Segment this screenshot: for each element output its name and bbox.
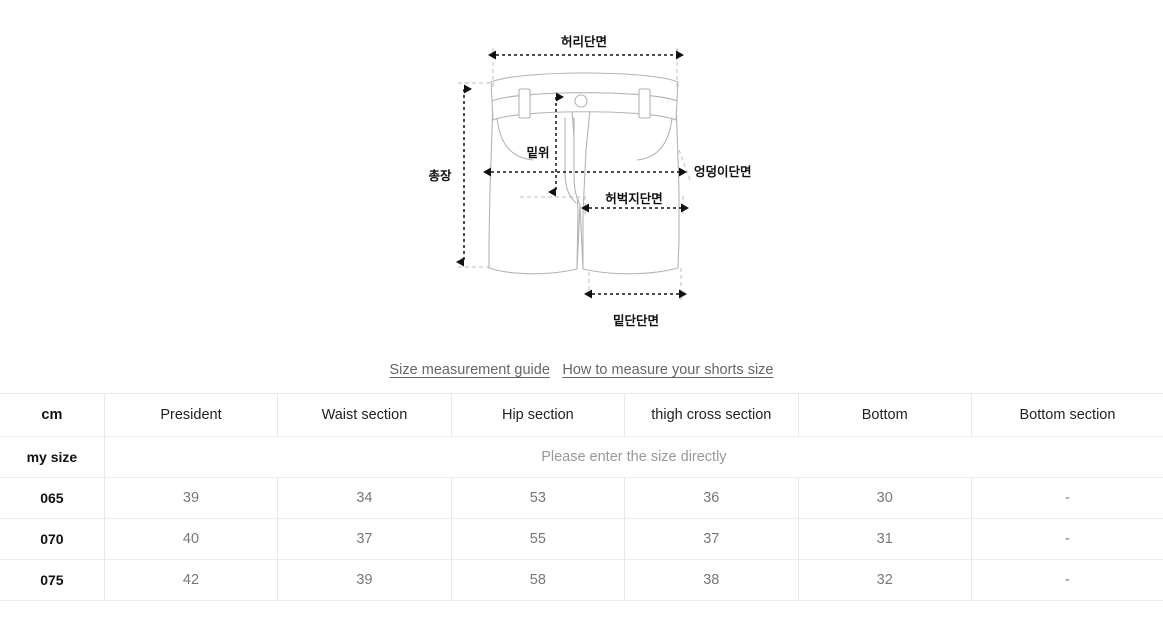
belt-loop-right	[638, 88, 651, 119]
cell-president: 40	[104, 518, 279, 560]
diagram-labels-group: 허리단면 밑위 총장 엉덩이단면 허벅지단면 밑단단면	[428, 34, 751, 328]
size-chart-table: cm President Waist section Hip section t…	[0, 393, 1163, 601]
cell-thigh-cross-section: 36	[624, 477, 799, 519]
table-row: 075 42 39 58 38 32 -	[0, 559, 1163, 601]
shorts-measurement-diagram: 허리단면 밑위 총장 엉덩이단면 허벅지단면 밑단단면	[428, 34, 751, 328]
cell-bottom-section: -	[971, 559, 1163, 601]
shorts-diagram-container: 허리단면 밑위 총장 엉덩이단면 허벅지단면 밑단단면	[428, 34, 751, 328]
size-measurement-guide-link[interactable]: Size measurement guide	[389, 362, 550, 378]
waist-button-icon	[574, 94, 588, 108]
header-cell-thigh-cross-section: thigh cross section	[624, 393, 799, 437]
header-cell-hip-section: Hip section	[451, 393, 626, 437]
label-thigh-section: 허벅지단면	[605, 191, 663, 206]
cell-bottom-section: -	[971, 477, 1163, 519]
cell-waist-section: 39	[277, 559, 452, 601]
row-label-size: 065	[0, 477, 105, 519]
how-to-measure-link[interactable]: How to measure your shorts size	[562, 362, 774, 378]
cell-waist-section: 34	[277, 477, 452, 519]
table-header-row: cm President Waist section Hip section t…	[0, 393, 1163, 437]
cell-bottom: 30	[798, 477, 972, 519]
cell-hip-section: 55	[451, 518, 626, 560]
cell-bottom-section: -	[971, 518, 1163, 560]
cell-waist-section: 37	[277, 518, 452, 560]
label-hip-section: 엉덩이단면	[694, 164, 752, 179]
table-row-my-size: my size Please enter the size directly	[0, 436, 1163, 478]
table-row: 065 39 34 53 36 30 -	[0, 477, 1163, 519]
measurement-arrows-group	[456, 50, 689, 299]
label-total-length: 총장	[428, 168, 452, 183]
cell-president: 42	[104, 559, 279, 601]
belt-loop-left	[518, 88, 531, 119]
cell-thigh-cross-section: 37	[624, 518, 799, 560]
cell-bottom: 32	[798, 559, 972, 601]
cell-president: 39	[104, 477, 279, 519]
shorts-outline-group	[488, 72, 680, 275]
label-waist-section: 허리단면	[561, 34, 607, 49]
right-leg-panel	[582, 98, 680, 275]
fly-seam	[573, 117, 581, 206]
header-cell-cm: cm	[0, 393, 105, 437]
row-label-size: 075	[0, 559, 105, 601]
guide-links-row: Size measurement guide How to measure yo…	[0, 345, 1163, 393]
pocket-right	[636, 117, 673, 161]
row-label-size: 070	[0, 518, 105, 560]
header-cell-waist-section: Waist section	[277, 393, 452, 437]
cell-bottom: 31	[798, 518, 972, 560]
label-rise: 밑위	[526, 145, 549, 160]
my-size-input-cell[interactable]: Please enter the size directly	[104, 436, 1163, 478]
header-cell-bottom: Bottom	[798, 393, 972, 437]
cell-hip-section: 53	[451, 477, 626, 519]
guide-hip-right	[678, 149, 691, 181]
header-cell-bottom-section: Bottom section	[971, 393, 1163, 437]
label-hem-section: 밑단단면	[613, 313, 659, 328]
cell-thigh-cross-section: 38	[624, 559, 799, 601]
table-row: 070 40 37 55 37 31 -	[0, 518, 1163, 560]
row-label-my-size: my size	[0, 436, 105, 478]
pocket-left	[496, 117, 534, 161]
header-cell-president: President	[104, 393, 279, 437]
cell-hip-section: 58	[451, 559, 626, 601]
